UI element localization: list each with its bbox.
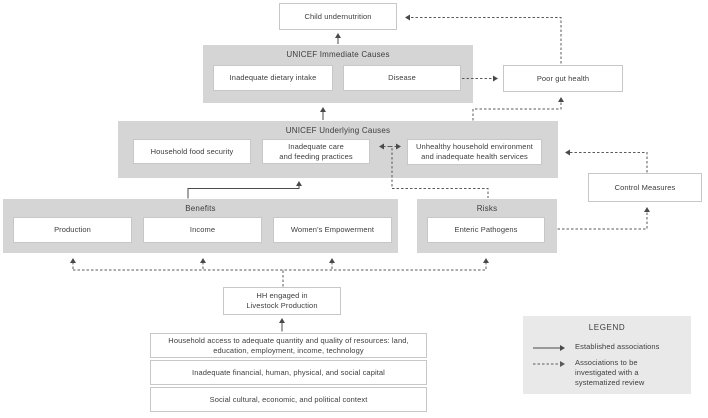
arrow-enteric-to-control bbox=[557, 207, 650, 230]
node-inadequate-dietary-intake: Inadequate dietary intake bbox=[213, 65, 333, 91]
panel-label-underlying-causes: UNICEF Underlying Causes bbox=[285, 126, 391, 135]
node-child-undernutrition: Child undernutrition bbox=[279, 3, 397, 30]
node-household-resources: Household access to adequate quantity an… bbox=[150, 333, 427, 358]
node-hh-engaged-livestock: HH engaged in Livestock Production bbox=[223, 287, 341, 315]
node-household-food-security: Household food security bbox=[133, 139, 251, 164]
legend-label-investigate: Associations to be investigated with a s… bbox=[575, 358, 645, 388]
panel-label-benefits: Benefits bbox=[185, 204, 216, 213]
legend-panel: LEGEND Established associations Associat… bbox=[523, 316, 691, 394]
node-control-measures: Control Measures bbox=[588, 173, 702, 202]
node-social-political-context: Social cultural, economic, and political… bbox=[150, 387, 427, 412]
legend-row-investigate: Associations to be investigated with a s… bbox=[532, 358, 685, 388]
node-poor-gut-health: Poor gut health bbox=[503, 65, 623, 92]
panel-label-immediate-causes: UNICEF Immediate Causes bbox=[286, 50, 390, 59]
arrow-underlying-to-poor-gut bbox=[472, 97, 564, 121]
node-income: Income bbox=[143, 217, 262, 243]
solid-arrow-icon bbox=[533, 345, 565, 351]
node-disease: Disease bbox=[343, 65, 461, 91]
panel-label-risks: Risks bbox=[476, 204, 498, 213]
node-inadequate-care-feeding: Inadequate care and feeding practices bbox=[262, 139, 370, 164]
node-unhealthy-environment: Unhealthy household environment and inad… bbox=[407, 139, 542, 165]
node-enteric-pathogens: Enteric Pathogens bbox=[427, 217, 545, 243]
node-inadequate-capital: Inadequate financial, human, physical, a… bbox=[150, 360, 427, 385]
legend-row-established: Established associations bbox=[532, 342, 685, 352]
node-womens-empowerment: Women's Empowerment bbox=[273, 217, 392, 243]
arrow-control-to-unhealthy bbox=[565, 149, 648, 173]
dashed-arrow-icon bbox=[533, 361, 565, 367]
node-production: Production bbox=[13, 217, 132, 243]
legend-title: LEGEND bbox=[588, 323, 626, 332]
legend-label-established: Established associations bbox=[575, 342, 660, 351]
arrow-benefits-to-care bbox=[187, 181, 302, 199]
